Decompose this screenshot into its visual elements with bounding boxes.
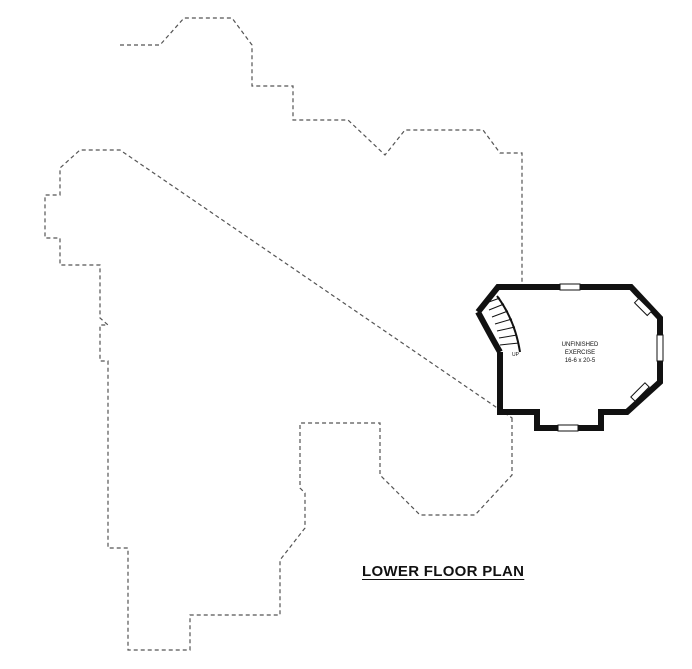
stair-treads <box>485 297 520 346</box>
exercise-room-walls <box>497 284 663 431</box>
room-dimensions: 16-6 x 20-5 <box>565 358 596 364</box>
plan-title: LOWER FLOOR PLAN <box>362 563 525 580</box>
room-name-line1: UNFINISHED <box>562 342 599 348</box>
window-lower-right <box>630 382 650 402</box>
stair-up-label: UP <box>512 352 520 358</box>
room-name-line2: EXERCISE <box>565 350 595 356</box>
window-top <box>559 283 581 291</box>
window-bottom <box>557 424 579 432</box>
house-footprint-outline <box>44 17 523 651</box>
stair-outer-curve <box>475 310 503 354</box>
window-upper-right <box>633 297 653 317</box>
exercise-room-stair-wall <box>475 284 522 314</box>
window-right <box>656 334 664 362</box>
stair-inner-curve <box>496 295 521 353</box>
